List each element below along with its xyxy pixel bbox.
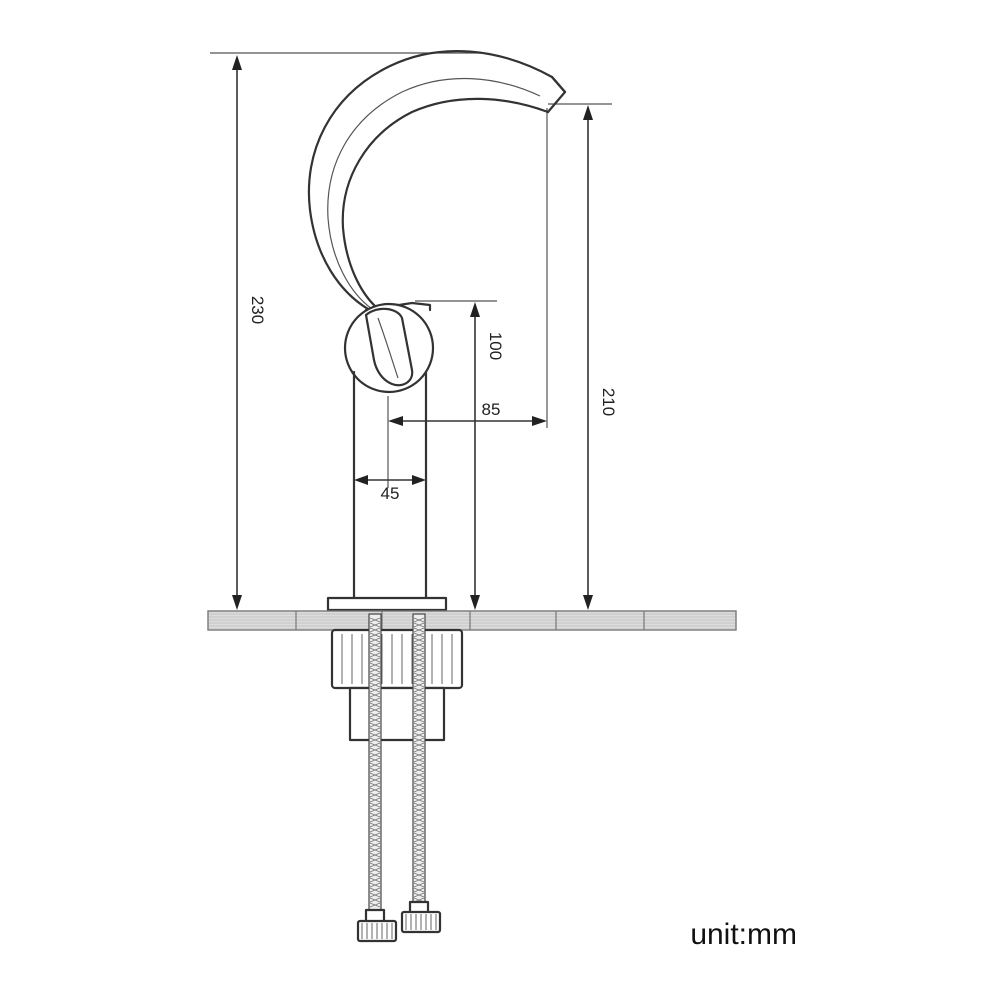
base-flange — [326, 596, 448, 612]
dim-45-label: 45 — [381, 484, 400, 503]
deck-seams — [295, 611, 645, 630]
dim-210-label: 210 — [599, 388, 618, 416]
unit-label: unit:mm — [690, 918, 797, 951]
handle-lever-ridge — [377, 317, 399, 379]
dim-45-arrow-left — [354, 475, 368, 485]
connector-knurling — [361, 914, 437, 939]
handle-lever — [364, 307, 414, 387]
spout-mid-line — [327, 77, 541, 310]
dim-210-arrow-top — [583, 105, 593, 120]
dim-100-label: 100 — [486, 332, 505, 360]
dim-230-arrow-bottom — [232, 595, 242, 610]
deck-hatching — [209, 613, 735, 630]
dim-85-arrow-right — [532, 416, 547, 426]
dim-230-arrow-top — [232, 55, 242, 70]
spout-outer-outline — [307, 50, 567, 311]
mounting-deck — [207, 610, 737, 631]
dim-230-label: 230 — [248, 296, 267, 324]
spout-outlet-tip — [546, 75, 567, 114]
hose-braid — [369, 617, 425, 908]
dim-100-arrow-top — [470, 302, 480, 317]
spout-inner-outline — [341, 97, 550, 309]
dim-85-label: 85 — [482, 400, 501, 419]
threaded-shank — [348, 686, 446, 742]
dim-85-arrow-left — [388, 416, 403, 426]
cold-water-hose — [412, 613, 426, 905]
dim-45-arrow-right — [412, 475, 426, 485]
dim-210-arrow-bottom — [583, 595, 593, 610]
dim-100-arrow-bottom — [470, 595, 480, 610]
